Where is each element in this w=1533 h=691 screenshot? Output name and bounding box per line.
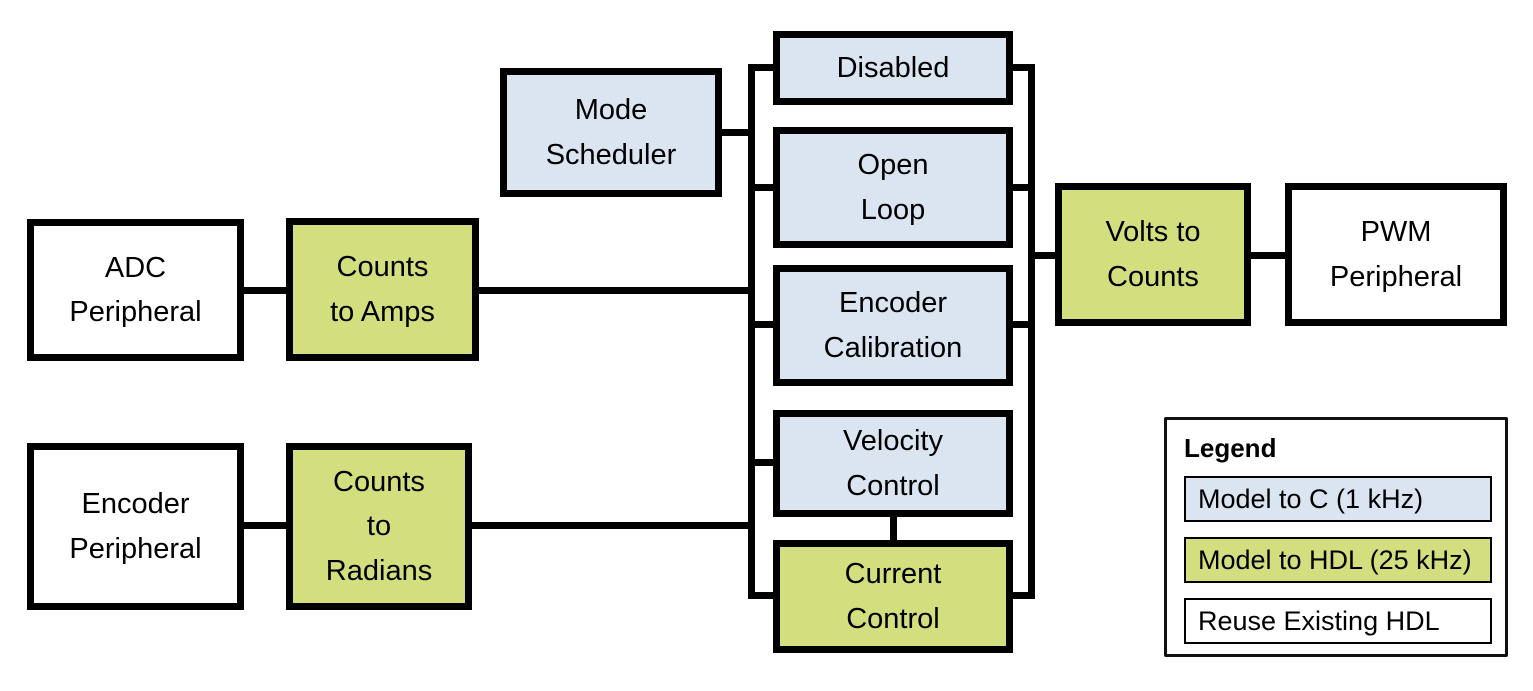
block-open-loop-label: Open Loop: [857, 149, 929, 226]
legend-item-reuse-existing-hdl-label: Reuse Existing HDL: [1198, 605, 1440, 636]
block-disabled-label: Disabled: [836, 51, 950, 84]
block-counts-to-amps: Counts to Amps: [286, 218, 479, 361]
block-encoder-calibration: Encoder Calibration: [773, 265, 1013, 386]
legend-title: Legend: [1184, 433, 1277, 463]
mode-output-bus: [1028, 64, 1035, 599]
stub-encoder-calibration-to-bus: [1005, 321, 1035, 328]
connector-velocity-to-current: [890, 510, 897, 547]
block-volts-to-counts-label: Volts to Counts: [1105, 216, 1201, 293]
legend-item-model-to-hdl-label: Model to HDL (25 kHz): [1198, 544, 1472, 575]
block-velocity-control-label: Velocity Control: [843, 425, 943, 502]
block-encoder-calibration-label: Encoder Calibration: [823, 287, 963, 364]
connector-mode-scheduler-to-bus: [715, 129, 755, 136]
block-volts-to-counts: Volts to Counts: [1055, 183, 1251, 326]
stub-bus-to-open-loop: [748, 184, 782, 191]
stub-bus-to-disabled: [748, 64, 782, 71]
connector-encoder-to-counts-to-radians: [240, 522, 296, 529]
connector-counts-to-radians-to-bus: [465, 522, 755, 529]
stub-bus-to-encoder-calibration: [748, 321, 782, 328]
connector-bus-to-volts-to-counts: [1028, 252, 1062, 259]
stub-bus-to-velocity-control: [748, 459, 782, 466]
block-mode-scheduler-label: Mode Scheduler: [545, 94, 677, 171]
block-counts-to-radians: Counts to Radians: [286, 443, 472, 610]
block-disabled: Disabled: [773, 31, 1013, 105]
mode-input-bus: [748, 64, 755, 599]
block-counts-to-amps-label: Counts to Amps: [330, 251, 435, 328]
legend: Legend Model to C (1 kHz) Model to HDL (…: [1164, 417, 1508, 657]
connector-counts-to-amps-to-bus: [470, 287, 755, 294]
connector-adc-to-counts-to-amps: [240, 287, 296, 294]
legend-item-model-to-hdl: Model to HDL (25 kHz): [1184, 537, 1492, 583]
block-pwm-peripheral-label: PWM Peripheral: [1329, 216, 1463, 293]
block-velocity-control: Velocity Control: [773, 410, 1013, 517]
legend-item-model-to-c: Model to C (1 kHz): [1184, 476, 1492, 522]
stub-open-loop-to-bus: [1005, 184, 1035, 191]
stub-current-control-to-bus: [1005, 592, 1035, 599]
connector-volts-to-counts-to-pwm: [1245, 252, 1292, 259]
block-encoder-peripheral-label: Encoder Peripheral: [69, 488, 202, 565]
stub-disabled-to-bus: [1005, 64, 1035, 71]
block-encoder-peripheral: Encoder Peripheral: [27, 443, 244, 610]
legend-item-reuse-existing-hdl: Reuse Existing HDL: [1184, 598, 1492, 644]
block-adc-peripheral: ADC Peripheral: [27, 219, 244, 361]
legend-item-model-to-c-label: Model to C (1 kHz): [1198, 483, 1424, 514]
block-open-loop: Open Loop: [773, 127, 1013, 248]
block-counts-to-radians-label: Counts to Radians: [325, 466, 433, 587]
block-current-control: Current Control: [773, 540, 1013, 653]
block-mode-scheduler: Mode Scheduler: [500, 68, 722, 197]
block-pwm-peripheral: PWM Peripheral: [1285, 183, 1507, 326]
stub-bus-to-current-control: [748, 592, 782, 599]
block-current-control-label: Current Control: [844, 558, 942, 635]
block-adc-peripheral-label: ADC Peripheral: [69, 251, 202, 328]
